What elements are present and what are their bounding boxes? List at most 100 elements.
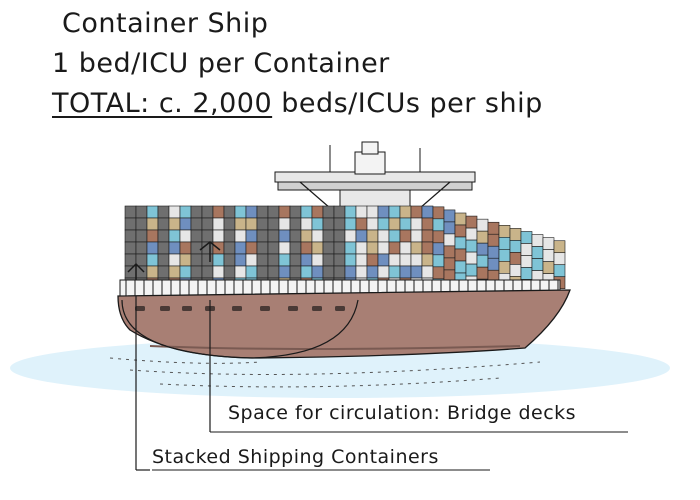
container-box [333, 265, 346, 279]
container-box [377, 241, 390, 255]
container-box [179, 253, 192, 267]
container-box [245, 229, 258, 243]
container-box [322, 217, 335, 231]
container-box [278, 205, 291, 219]
container-box [234, 253, 247, 267]
porthole [335, 306, 345, 311]
container-box [278, 229, 291, 243]
container-box [223, 241, 236, 255]
container-box [146, 241, 159, 255]
container-box [278, 265, 291, 279]
container-box [179, 229, 192, 243]
container-box [256, 241, 269, 255]
container-box [179, 205, 192, 219]
container-box [146, 265, 159, 279]
container-box [333, 241, 346, 255]
container-box [168, 205, 181, 219]
container-box [432, 254, 445, 268]
container-box [344, 229, 357, 243]
container-box [190, 229, 203, 243]
container-box [168, 217, 181, 231]
container-box [135, 205, 148, 219]
container-box [146, 205, 159, 219]
water [10, 338, 670, 398]
container-box [366, 217, 379, 231]
container-box [289, 265, 302, 279]
capacity-note: 1 bed/ICU per Container [52, 48, 390, 79]
container-box [124, 205, 137, 219]
container-box [201, 229, 214, 243]
container-box [465, 263, 478, 277]
container-box [223, 229, 236, 243]
container-box [531, 258, 544, 271]
container-box [520, 231, 533, 244]
container-box [278, 253, 291, 267]
container-box [432, 218, 445, 232]
container-box [355, 265, 368, 279]
container-box [300, 205, 313, 219]
container-box [377, 205, 390, 219]
container-box [267, 217, 280, 231]
container-box [300, 229, 313, 243]
container-box [377, 217, 390, 231]
total-note: TOTAL: c. 2,000 beds/ICUs per ship [52, 88, 543, 119]
container-box [399, 229, 412, 243]
container-box [542, 261, 555, 274]
container-box [421, 253, 434, 267]
container-box [377, 265, 390, 279]
container-box [322, 229, 335, 243]
container-box [509, 252, 522, 265]
hull-waterline [149, 345, 521, 350]
container-box [465, 227, 478, 241]
container-box [245, 265, 258, 279]
container-box [443, 245, 456, 259]
container-box [311, 241, 324, 255]
container-box [168, 253, 181, 267]
container-box [212, 265, 225, 279]
container-box [388, 229, 401, 243]
container-box [157, 265, 170, 279]
container-box [124, 265, 137, 279]
container-box [476, 218, 489, 232]
container-box [168, 229, 181, 243]
containers-label: Stacked Shipping Containers [152, 446, 439, 468]
container-box [498, 225, 511, 238]
container-box [520, 243, 533, 256]
container-box [157, 241, 170, 255]
container-box [135, 229, 148, 243]
arrow-markers [127, 241, 221, 280]
container-box [509, 240, 522, 253]
container-box [443, 257, 456, 271]
container-box [278, 241, 291, 255]
container-box [267, 253, 280, 267]
container-box [531, 234, 544, 247]
container-box [157, 229, 170, 243]
container-box [498, 249, 511, 262]
container-stacks [124, 205, 566, 292]
container-box [124, 217, 137, 231]
container-box [289, 253, 302, 267]
container-box [168, 241, 181, 255]
container-box [179, 265, 192, 279]
porthole [312, 306, 322, 311]
container-box [333, 229, 346, 243]
container-box [157, 253, 170, 267]
container-box [300, 241, 313, 255]
container-box [421, 229, 434, 243]
container-box [245, 217, 258, 231]
container-box [355, 205, 368, 219]
container-box [476, 242, 489, 256]
container-box [465, 215, 478, 229]
container-box [366, 241, 379, 255]
circulation-label: Space for circulation: Bridge decks [228, 402, 577, 424]
container-box [454, 260, 467, 274]
container-box [256, 205, 269, 219]
container-box [509, 264, 522, 277]
container-box [509, 228, 522, 241]
container-box [355, 253, 368, 267]
container-box [267, 205, 280, 219]
container-box [289, 217, 302, 231]
container-box [377, 253, 390, 267]
container-box [553, 264, 566, 278]
